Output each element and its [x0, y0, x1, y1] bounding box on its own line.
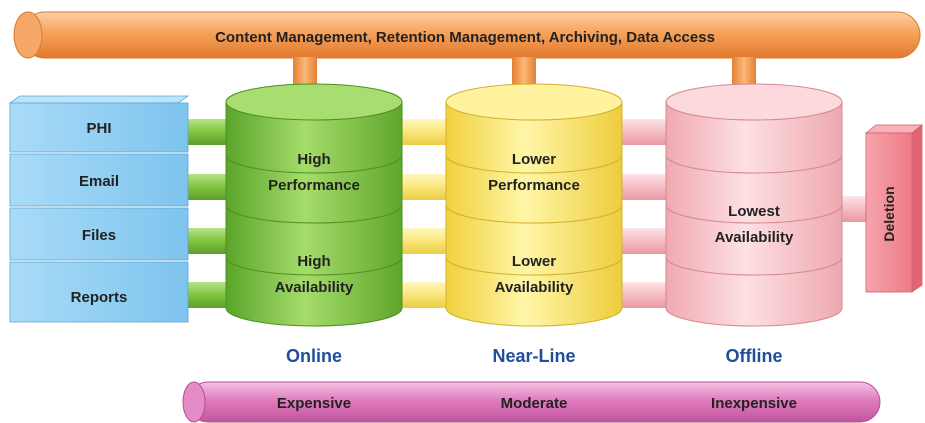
online-upper-line2: Performance: [268, 177, 360, 194]
online-lower-line1: High: [297, 253, 330, 270]
cost-bar: Expensive Moderate Inexpensive: [182, 381, 881, 423]
nearline-upper-line2: Performance: [488, 177, 580, 194]
nearline-lower-line2: Availability: [495, 279, 574, 296]
offline-line2: Availability: [715, 229, 794, 246]
deletion-box: Deletion: [864, 124, 924, 293]
online-upper-line1: High: [297, 151, 330, 168]
source-box-phi: PHI: [8, 95, 190, 153]
source-box-email: Email: [9, 153, 189, 207]
top-bar-label: Content Management, Retention Management…: [215, 29, 715, 46]
source-box-files: Files: [9, 207, 189, 261]
source-stack: PHI Email Files Reports: [8, 95, 190, 323]
cylinder-offline: Lowest Availability: [665, 83, 843, 327]
cylinder-online: High Performance High Availability: [225, 83, 403, 327]
source-label: Files: [82, 227, 116, 244]
online-lower-line2: Availability: [275, 279, 354, 296]
cost-label-moderate: Moderate: [501, 395, 568, 412]
source-label: Email: [79, 173, 119, 190]
tier-name-near-line: Near-Line: [492, 346, 575, 366]
cost-label-expensive: Expensive: [277, 395, 351, 412]
tier-name-offline: Offline: [726, 346, 783, 366]
offline-line1: Lowest: [728, 203, 780, 220]
pipes-nearline-offline: [620, 119, 672, 308]
nearline-upper-line1: Lower: [512, 151, 556, 168]
cost-label-inexpensive: Inexpensive: [711, 395, 797, 412]
source-label: Reports: [71, 289, 128, 306]
pipes-online-nearline: [400, 119, 452, 308]
tier-name-online: Online: [286, 346, 342, 366]
source-label: PHI: [86, 120, 111, 137]
nearline-lower-line1: Lower: [512, 253, 556, 270]
cylinder-near-line: Lower Performance Lower Availability: [445, 83, 623, 327]
source-box-reports: Reports: [9, 261, 189, 323]
deletion-label: Deletion: [881, 186, 897, 241]
top-bar: Content Management, Retention Management…: [13, 11, 921, 59]
